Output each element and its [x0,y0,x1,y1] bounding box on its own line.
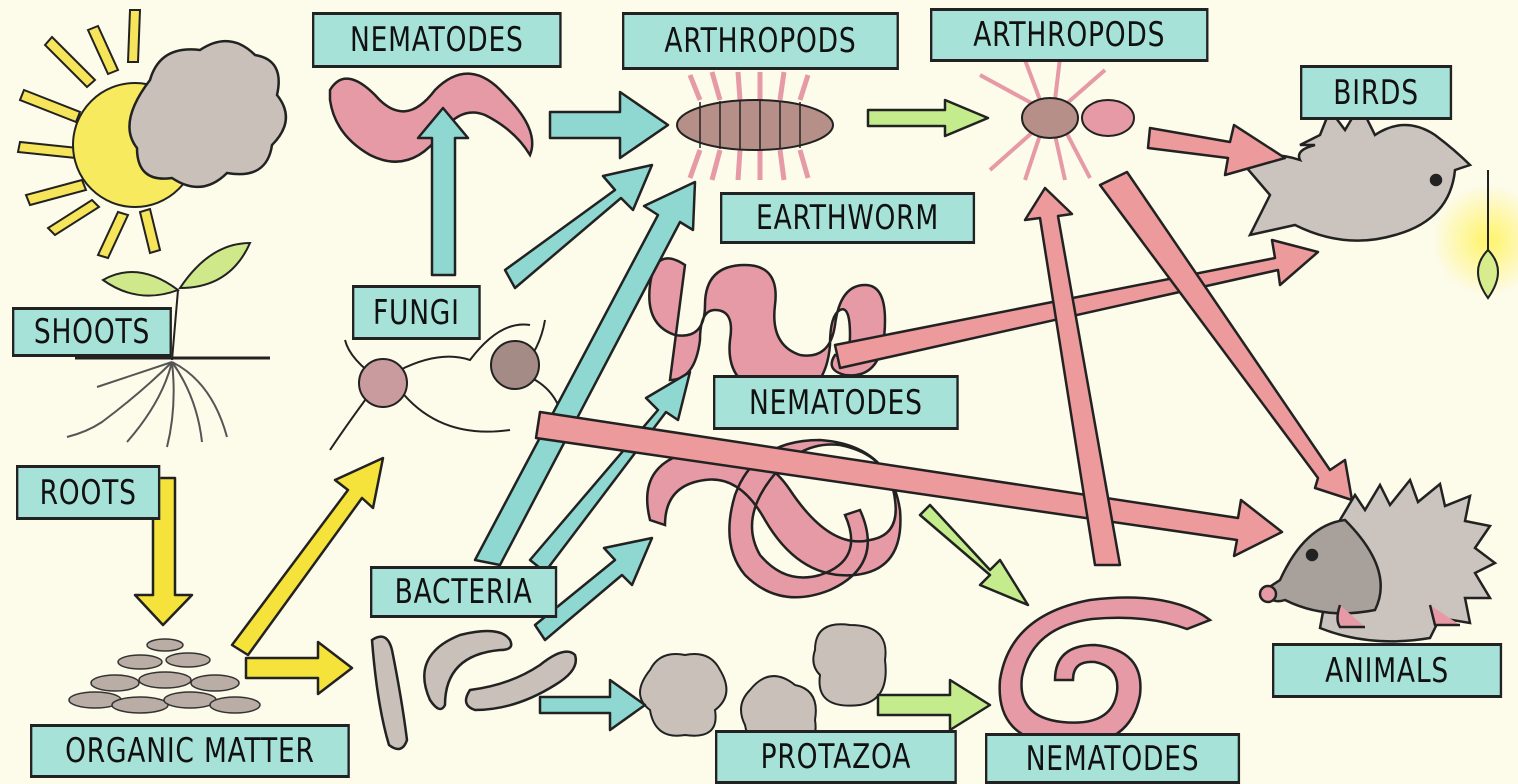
hedgehog-icon [1260,480,1495,641]
bacteria-icon [372,631,576,749]
label-bacteria: BACTERIA [370,566,557,618]
arrow-arthropod-to-arthropod [868,100,988,136]
label-nematodes-middle: NEMATODES [713,375,959,430]
label-arthropods-left: ARTHROPODS [622,12,899,70]
arrow-nematodes-to-nematodes [920,505,1028,605]
label-roots: ROOTS [16,465,160,520]
arrow-organic-matter-to-fungi [232,458,383,655]
label-nematodes-bottom: NEMATODES [985,733,1240,784]
label-organic-matter: ORGANIC MATTER [30,724,350,778]
bird-icon [1240,105,1470,241]
arrow-protozoa-to-nematodes [878,680,990,730]
arrow-nematodes-to-arthropods [550,92,668,158]
nematode-worm-bottom [1000,598,1210,746]
label-arthropods-right: ARTHROPODS [930,8,1208,62]
label-shoots: SHOOTS [12,307,172,357]
arrow-fungi-to-nematodes [418,108,468,275]
arrow-organic-matter-to-bacteria [246,642,352,694]
label-fungi: FUNGI [352,285,481,340]
arthropod-right-icon [980,58,1134,180]
organic-matter-pile [69,639,260,713]
arthropod-left-icon [677,72,833,180]
label-animals: ANIMALS [1272,643,1502,698]
cloud-icon [129,41,285,187]
label-protozoa: PROTAZOA [715,730,957,784]
arrow-bacteria-to-protozoa [540,680,645,730]
arrow-fungi-to-animals [536,412,1282,556]
label-earthworm: EARTHWORM [720,192,975,244]
label-birds: BIRDS [1300,65,1452,120]
label-nematodes-top: NEMATODES [312,12,562,68]
